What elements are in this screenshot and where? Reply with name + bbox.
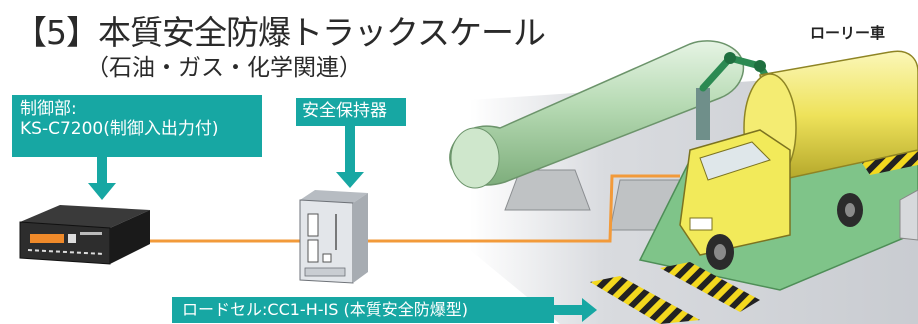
storage-tank [449,40,745,231]
controller-label-line2: KS-C7200(制御入出力付) [20,119,219,139]
arrow-safety-holder [336,126,364,188]
safety-holder-label: 安全保持器 [296,98,406,126]
controller-label: 制御部: KS-C7200(制御入出力付) [12,95,262,157]
arrow-controller [88,157,116,200]
safety-holder-device [299,190,368,284]
arrow-load-cell [554,298,597,322]
cable-lines [148,174,680,243]
tanker-truck [679,50,918,270]
device-box-right [899,189,918,241]
page-subtitle: （石油・ガス・化学関連） [86,55,362,81]
load-cell-label: ロードセル:CC1-H-IS (本質安全防爆型) [172,297,554,323]
page-title: 【5】本質安全防爆トラックスケール [14,13,546,52]
controller-device [19,205,150,265]
controller-label-line1: 制御部: [20,99,77,119]
tanker-label: ローリー車 [810,24,886,42]
